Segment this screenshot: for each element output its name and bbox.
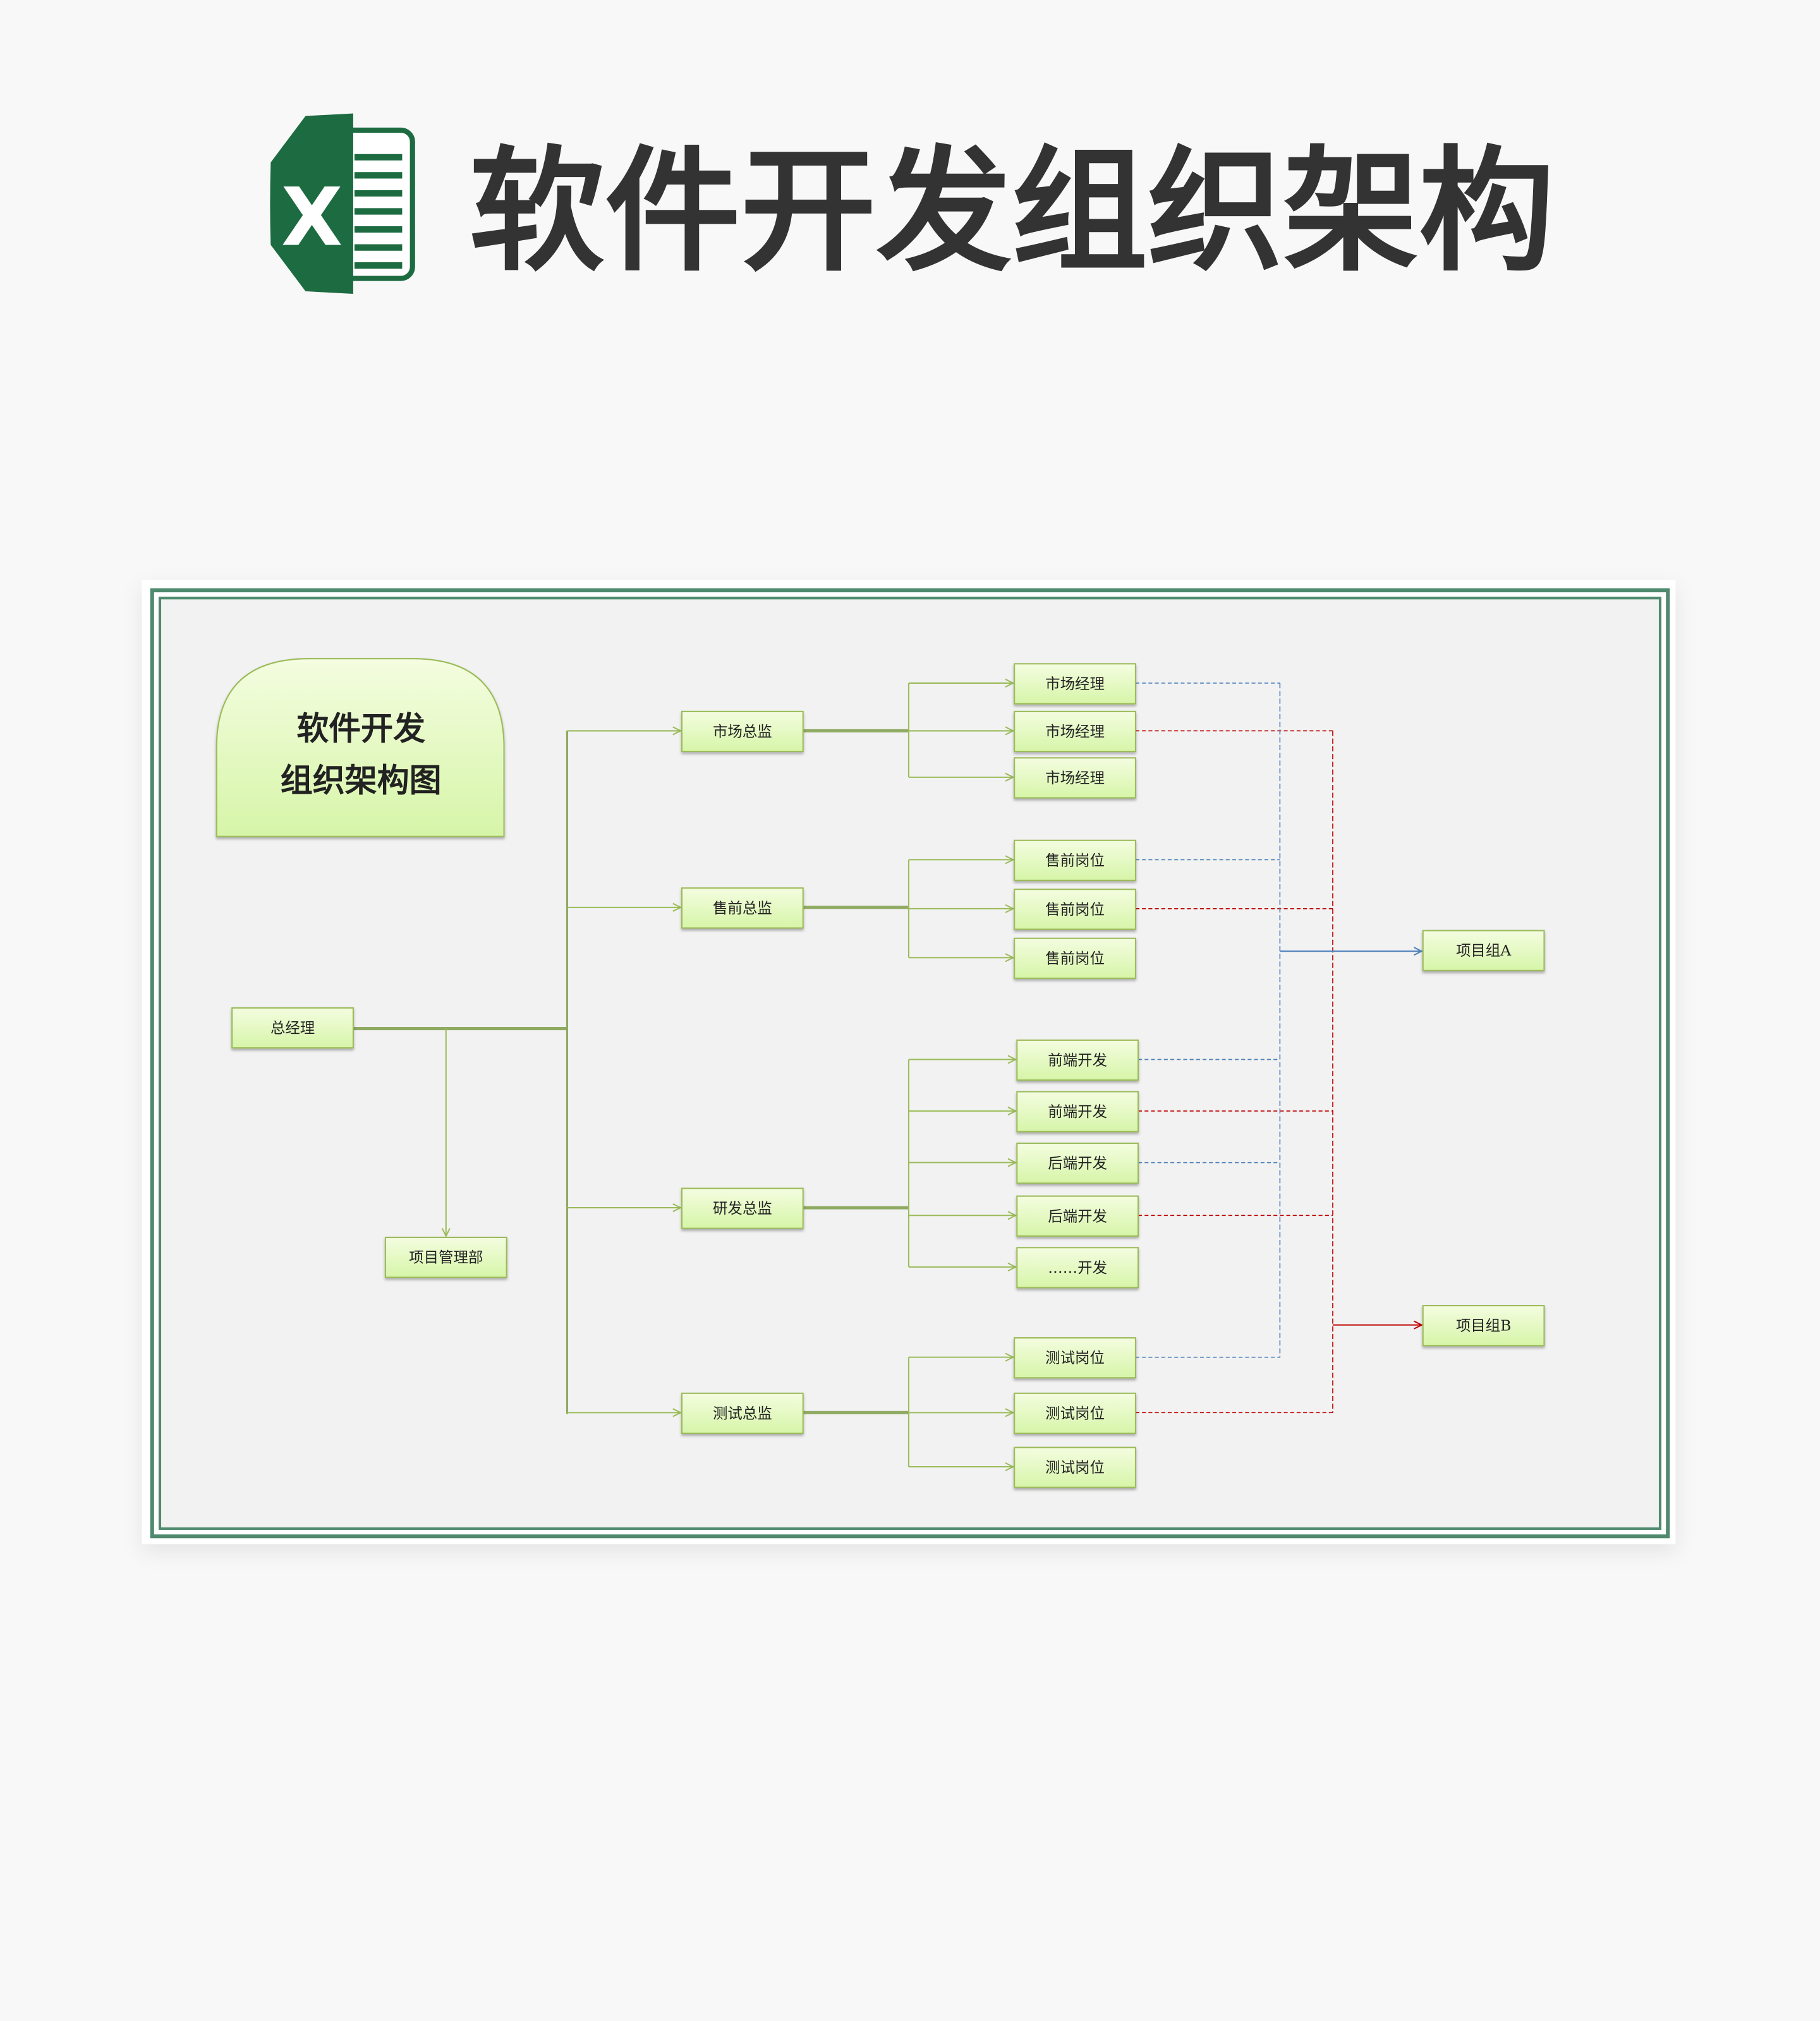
node-staff[interactable]: 售前岗位 xyxy=(1014,839,1136,882)
node-ceo[interactable]: 总经理 xyxy=(231,1007,354,1049)
excel-icon: X xyxy=(270,113,415,294)
node-staff-label: 市场经理 xyxy=(1045,722,1105,740)
node-director-label: 售前总监 xyxy=(713,899,772,917)
node-staff[interactable]: 后端开发 xyxy=(1016,1143,1139,1184)
node-staff-label: 测试岗位 xyxy=(1045,1349,1105,1367)
node-staff[interactable]: 测试岗位 xyxy=(1014,1447,1136,1488)
page-title: 软件开发组织架构 xyxy=(469,134,1554,290)
node-director-label: 测试总监 xyxy=(713,1404,772,1422)
frame xyxy=(150,588,1670,1539)
node-pmo-label: 项目管理部 xyxy=(409,1249,483,1266)
node-staff-label: 后端开发 xyxy=(1048,1155,1107,1172)
node-staff[interactable]: 市场经理 xyxy=(1014,710,1136,753)
node-staff[interactable]: 市场经理 xyxy=(1014,757,1136,799)
diagram-title-box xyxy=(215,658,505,837)
node-staff[interactable]: ……开发 xyxy=(1016,1247,1139,1289)
node-staff-label: ……开发 xyxy=(1048,1259,1107,1277)
node-staff-label: 测试岗位 xyxy=(1045,1404,1105,1422)
node-staff-label: 售前岗位 xyxy=(1045,901,1105,918)
node-director[interactable]: 售前总监 xyxy=(681,887,804,929)
node-staff-label: 售前岗位 xyxy=(1045,851,1105,869)
node-pmo[interactable]: 项目管理部 xyxy=(384,1236,507,1278)
node-staff[interactable]: 测试岗位 xyxy=(1014,1392,1136,1434)
node-director-label: 研发总监 xyxy=(713,1199,772,1217)
node-staff-label: 售前岗位 xyxy=(1045,949,1105,967)
diagram-title-line2: 组织架构图 xyxy=(281,762,442,799)
node-staff[interactable]: 前端开发 xyxy=(1016,1091,1139,1132)
node-group-a[interactable]: 项目组A xyxy=(1422,930,1545,971)
node-staff[interactable]: 后端开发 xyxy=(1016,1195,1139,1237)
node-staff-label: 前端开发 xyxy=(1048,1052,1107,1069)
svg-text:X: X xyxy=(281,171,343,264)
node-staff-label: 市场经理 xyxy=(1045,769,1105,787)
node-group-b-label: 项目组B xyxy=(1456,1317,1512,1335)
node-staff[interactable]: 前端开发 xyxy=(1016,1039,1139,1081)
node-group-b[interactable]: 项目组B xyxy=(1422,1305,1545,1347)
node-director[interactable]: 研发总监 xyxy=(681,1187,804,1229)
node-director[interactable]: 市场总监 xyxy=(681,710,804,753)
node-staff-label: 市场经理 xyxy=(1045,675,1105,693)
node-staff[interactable]: 售前岗位 xyxy=(1014,889,1136,930)
diagram-title-line1: 软件开发 xyxy=(296,711,425,748)
node-staff[interactable]: 售前岗位 xyxy=(1014,937,1136,980)
node-staff-label: 测试岗位 xyxy=(1045,1459,1105,1476)
node-staff[interactable]: 市场经理 xyxy=(1014,663,1136,705)
node-group-a-label: 项目组A xyxy=(1456,942,1512,959)
node-staff[interactable]: 测试岗位 xyxy=(1014,1337,1136,1379)
node-staff-label: 前端开发 xyxy=(1048,1103,1107,1120)
node-staff-label: 后端开发 xyxy=(1048,1207,1107,1225)
node-director-label: 市场总监 xyxy=(713,722,772,740)
node-director[interactable]: 测试总监 xyxy=(681,1392,804,1434)
node-ceo-label: 总经理 xyxy=(270,1019,315,1037)
